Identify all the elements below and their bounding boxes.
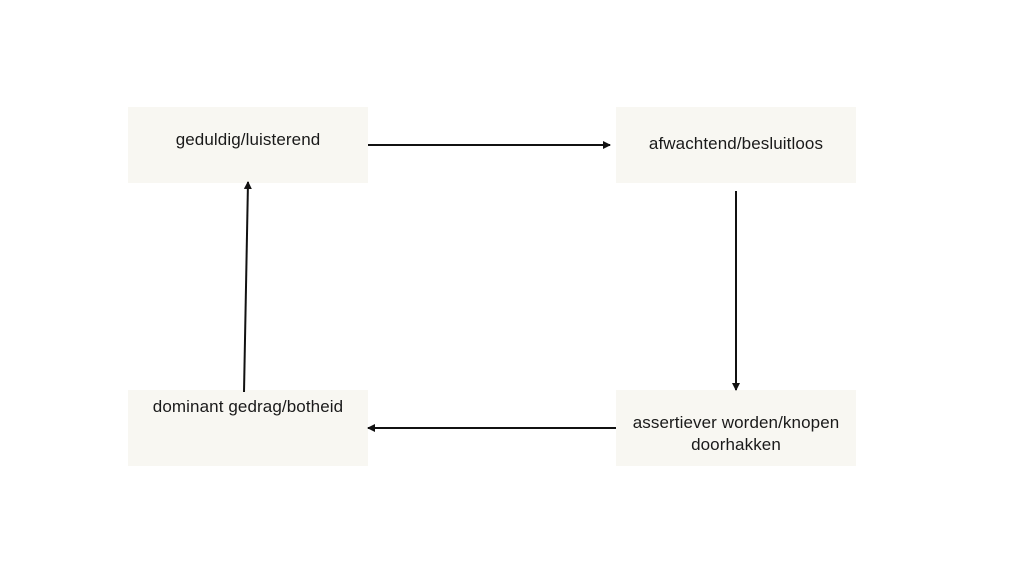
node-assertiever-worden: assertiever worden/knopen doorhakken bbox=[616, 390, 856, 466]
node-label: afwachtend/besluitloos bbox=[648, 134, 824, 153]
arrow-left-up bbox=[243, 181, 252, 393]
node-label: geduldig/luisterend bbox=[175, 130, 321, 149]
node-label: assertiever worden/knopen doorhakken bbox=[632, 413, 840, 454]
node-dominant-gedrag: dominant gedrag/botheid bbox=[128, 390, 368, 466]
node-afwachtend-besluitloos: afwachtend/besluitloos bbox=[616, 107, 856, 183]
node-geduldig-luisterend: geduldig/luisterend bbox=[128, 107, 368, 183]
node-label: dominant gedrag/botheid bbox=[152, 397, 344, 416]
